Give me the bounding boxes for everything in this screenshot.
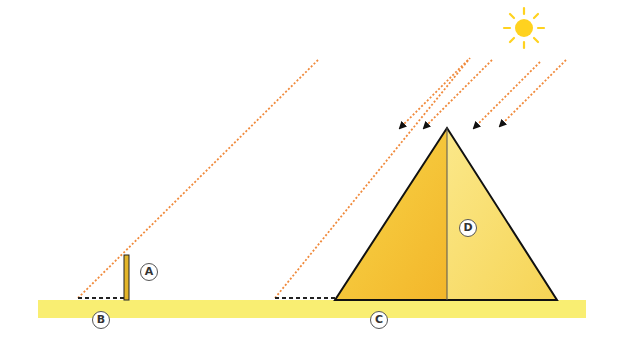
pyramid-outline xyxy=(335,128,557,300)
pyramid-height xyxy=(447,128,448,300)
callout-letter: A xyxy=(140,263,158,281)
callout-letter: D xyxy=(459,219,477,237)
ground xyxy=(38,300,586,318)
stick-shadow xyxy=(78,297,124,299)
callout-letter: C xyxy=(370,311,388,329)
sun-rays xyxy=(400,60,566,128)
stick xyxy=(124,255,129,300)
sun-ray xyxy=(78,60,318,298)
sun xyxy=(504,8,544,48)
callout-letter: B xyxy=(92,311,110,329)
pyramid-shadow xyxy=(275,297,335,299)
